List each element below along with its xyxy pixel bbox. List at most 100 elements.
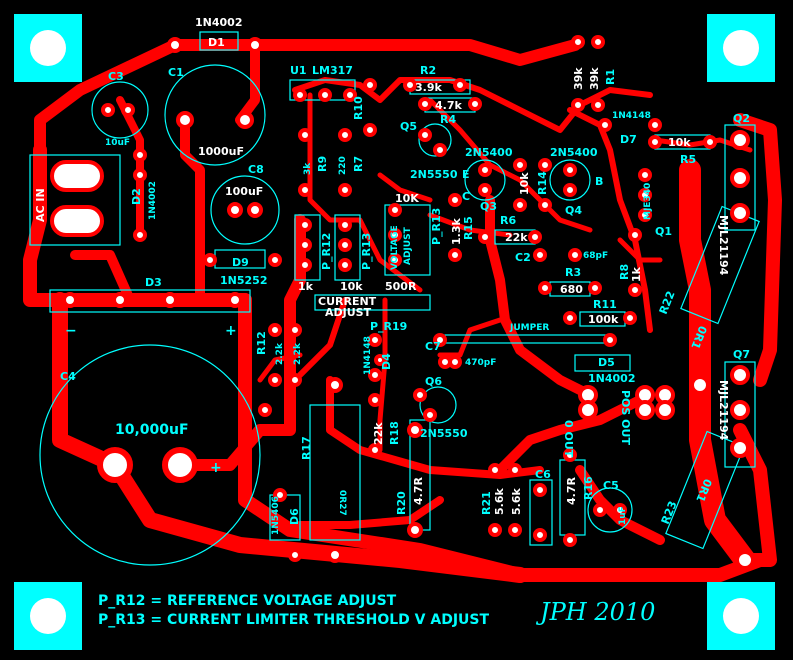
c5-ref-label: C5 [603, 479, 619, 492]
u1-ref-label: U1 [290, 64, 307, 77]
d5-part-label: 1N4002 [588, 372, 635, 385]
q5-ref-label: Q5 [400, 120, 417, 133]
d9-ref-label: D9 [232, 256, 249, 269]
c3-ref-label: C3 [108, 70, 124, 83]
c6-ref-label: C6 [535, 468, 551, 481]
r8-value-label: 1k [630, 266, 643, 282]
q2-ref-label: Q2 [733, 112, 750, 125]
r16-value-label: 4.7R [565, 477, 578, 505]
d3-plus-label: + [225, 323, 237, 339]
d4-ref-label: D4 [380, 353, 393, 370]
component-labels: 1N4002 D1 U1 LM317 C3 C1 1000uF 10uF C8 … [34, 16, 750, 535]
pos-out-label: POS OUT [619, 390, 632, 445]
r15-value-label: 1.3k [450, 218, 463, 245]
q7-ref-label: Q7 [733, 348, 750, 361]
r5-value-label: 10k [668, 136, 691, 149]
r4-ref-label: R4 [440, 113, 456, 126]
c4-value-label: 10,000uF [115, 422, 189, 438]
r6-value-label: 22k [505, 231, 528, 244]
r14-ref-label: R14 [536, 171, 549, 195]
d3-minus-label: − [65, 323, 77, 339]
r12-value-b: 2.2k [293, 342, 303, 365]
d7-part-label: 1N4148 [612, 111, 651, 121]
r9-ref-label: R9 [316, 156, 329, 172]
d2-part-label: 1N4002 [148, 181, 158, 220]
d1-ref-label: D1 [208, 36, 225, 49]
r4-value-label: 4.7k [435, 99, 462, 112]
mounting-holes [14, 14, 775, 650]
r21-ref-label: R21 [480, 491, 493, 515]
c1-value-label: 1000uF [198, 145, 244, 158]
r20-ref-label: R20 [395, 491, 408, 515]
r18-value-label: 22k [372, 422, 385, 445]
copper-traces [23, 39, 782, 583]
ac-in-label: AC IN [34, 188, 47, 222]
p-r12-ref-label: P_R12 [320, 233, 333, 270]
r7-ref-label: R7 [352, 156, 365, 172]
q3-pin-c-label: C [462, 190, 470, 203]
r18-ref-label: R18 [388, 421, 401, 445]
voltage-adjust-value-label: 10K [395, 192, 419, 205]
r17-ref-label: R17 [300, 436, 313, 460]
p-r12-value-label: 1k [298, 280, 314, 293]
c5-value-label: 1uF [618, 506, 628, 525]
component-pads [62, 35, 755, 570]
p-r13b-label: P_R13 [430, 208, 443, 245]
r17-value-label: 0R27 [337, 490, 347, 516]
q4-ref-label: Q4 [565, 204, 582, 217]
r21-value-b: 5.6k [510, 488, 523, 515]
r11-value-label: 100k [588, 313, 619, 326]
p-r19-value-label: 500R [385, 280, 417, 293]
r2-ref-label: R2 [420, 64, 436, 77]
ac-in-connector [50, 160, 104, 237]
c2-value-label: 68pF [583, 251, 608, 261]
c3-value-label: 10uF [105, 138, 130, 148]
c2-ref-label: C2 [515, 251, 531, 264]
c7-value-label: 470pF [465, 358, 496, 368]
q1-ref-label: Q1 [655, 225, 672, 238]
zero-out-label: 0 OUT [562, 420, 575, 458]
notes-block: P_R12 = REFERENCE VOLTAGE ADJUST P_R13 =… [98, 593, 655, 628]
signature: JPH 2010 [535, 598, 655, 626]
d5-ref-label: D5 [598, 356, 615, 369]
r11-ref-label: R11 [593, 298, 617, 311]
d2-ref-label: D2 [130, 188, 143, 205]
c7-ref-label: C7 [425, 340, 441, 353]
q3-pin-e-label: E [462, 168, 470, 181]
c4-plus-label: + [210, 460, 222, 476]
d1-part-label: 1N4002 [195, 16, 242, 29]
r5-ref-label: R5 [680, 153, 696, 166]
voltage-adjust-label-1: VOLTAGE [390, 225, 400, 270]
p-r13-ref-label: P_R13 [360, 233, 373, 270]
c1-ref-label: C1 [168, 66, 184, 79]
r1-ref-label: R1 [604, 69, 617, 85]
r3-ref-label: R3 [565, 266, 581, 279]
voltage-adjust-label-2: ADJUST [403, 226, 413, 265]
r12-ref-label: R12 [255, 331, 268, 355]
q5-part-label: 2N5550 [410, 168, 458, 181]
current-adjust-label-1: CURRENT [318, 295, 377, 308]
c8-value-label: 100uF [225, 185, 263, 198]
r16-ref-label: R16 [582, 476, 595, 500]
r1-value-b: 39k [588, 67, 601, 90]
q3-ref-label: Q3 [480, 200, 497, 213]
d6-ref-label: D6 [288, 508, 301, 525]
r20-value-label: 4.7R [412, 477, 425, 505]
r14-value-label: 10k [518, 172, 531, 195]
p-r13-value-label: 10k [340, 280, 363, 293]
q1-part-label: MJE340 [643, 183, 653, 220]
d7-ref-label: D7 [620, 133, 637, 146]
note-line-2: P_R13 = CURRENT LIMITER THRESHOLD V ADJU… [98, 612, 490, 628]
q4-pin-b-label: B [595, 175, 603, 188]
q4-part-label: 2N5400 [550, 146, 598, 159]
r8-ref-label: R8 [618, 264, 631, 280]
q7-part-label: MJL21194 [717, 380, 730, 441]
r15-ref-label: R15 [462, 216, 475, 240]
d9-part-label: 1N5252 [220, 274, 267, 287]
p-r19-ref-label: P_R19 [370, 320, 407, 333]
r1-value-a: 39k [572, 67, 585, 90]
jumper-label: JUMPER [509, 323, 549, 333]
current-adjust-label-2: ADJUST [325, 306, 372, 319]
r3-value-label: 680 [560, 283, 583, 296]
r7-value-label: 220 [338, 156, 348, 175]
